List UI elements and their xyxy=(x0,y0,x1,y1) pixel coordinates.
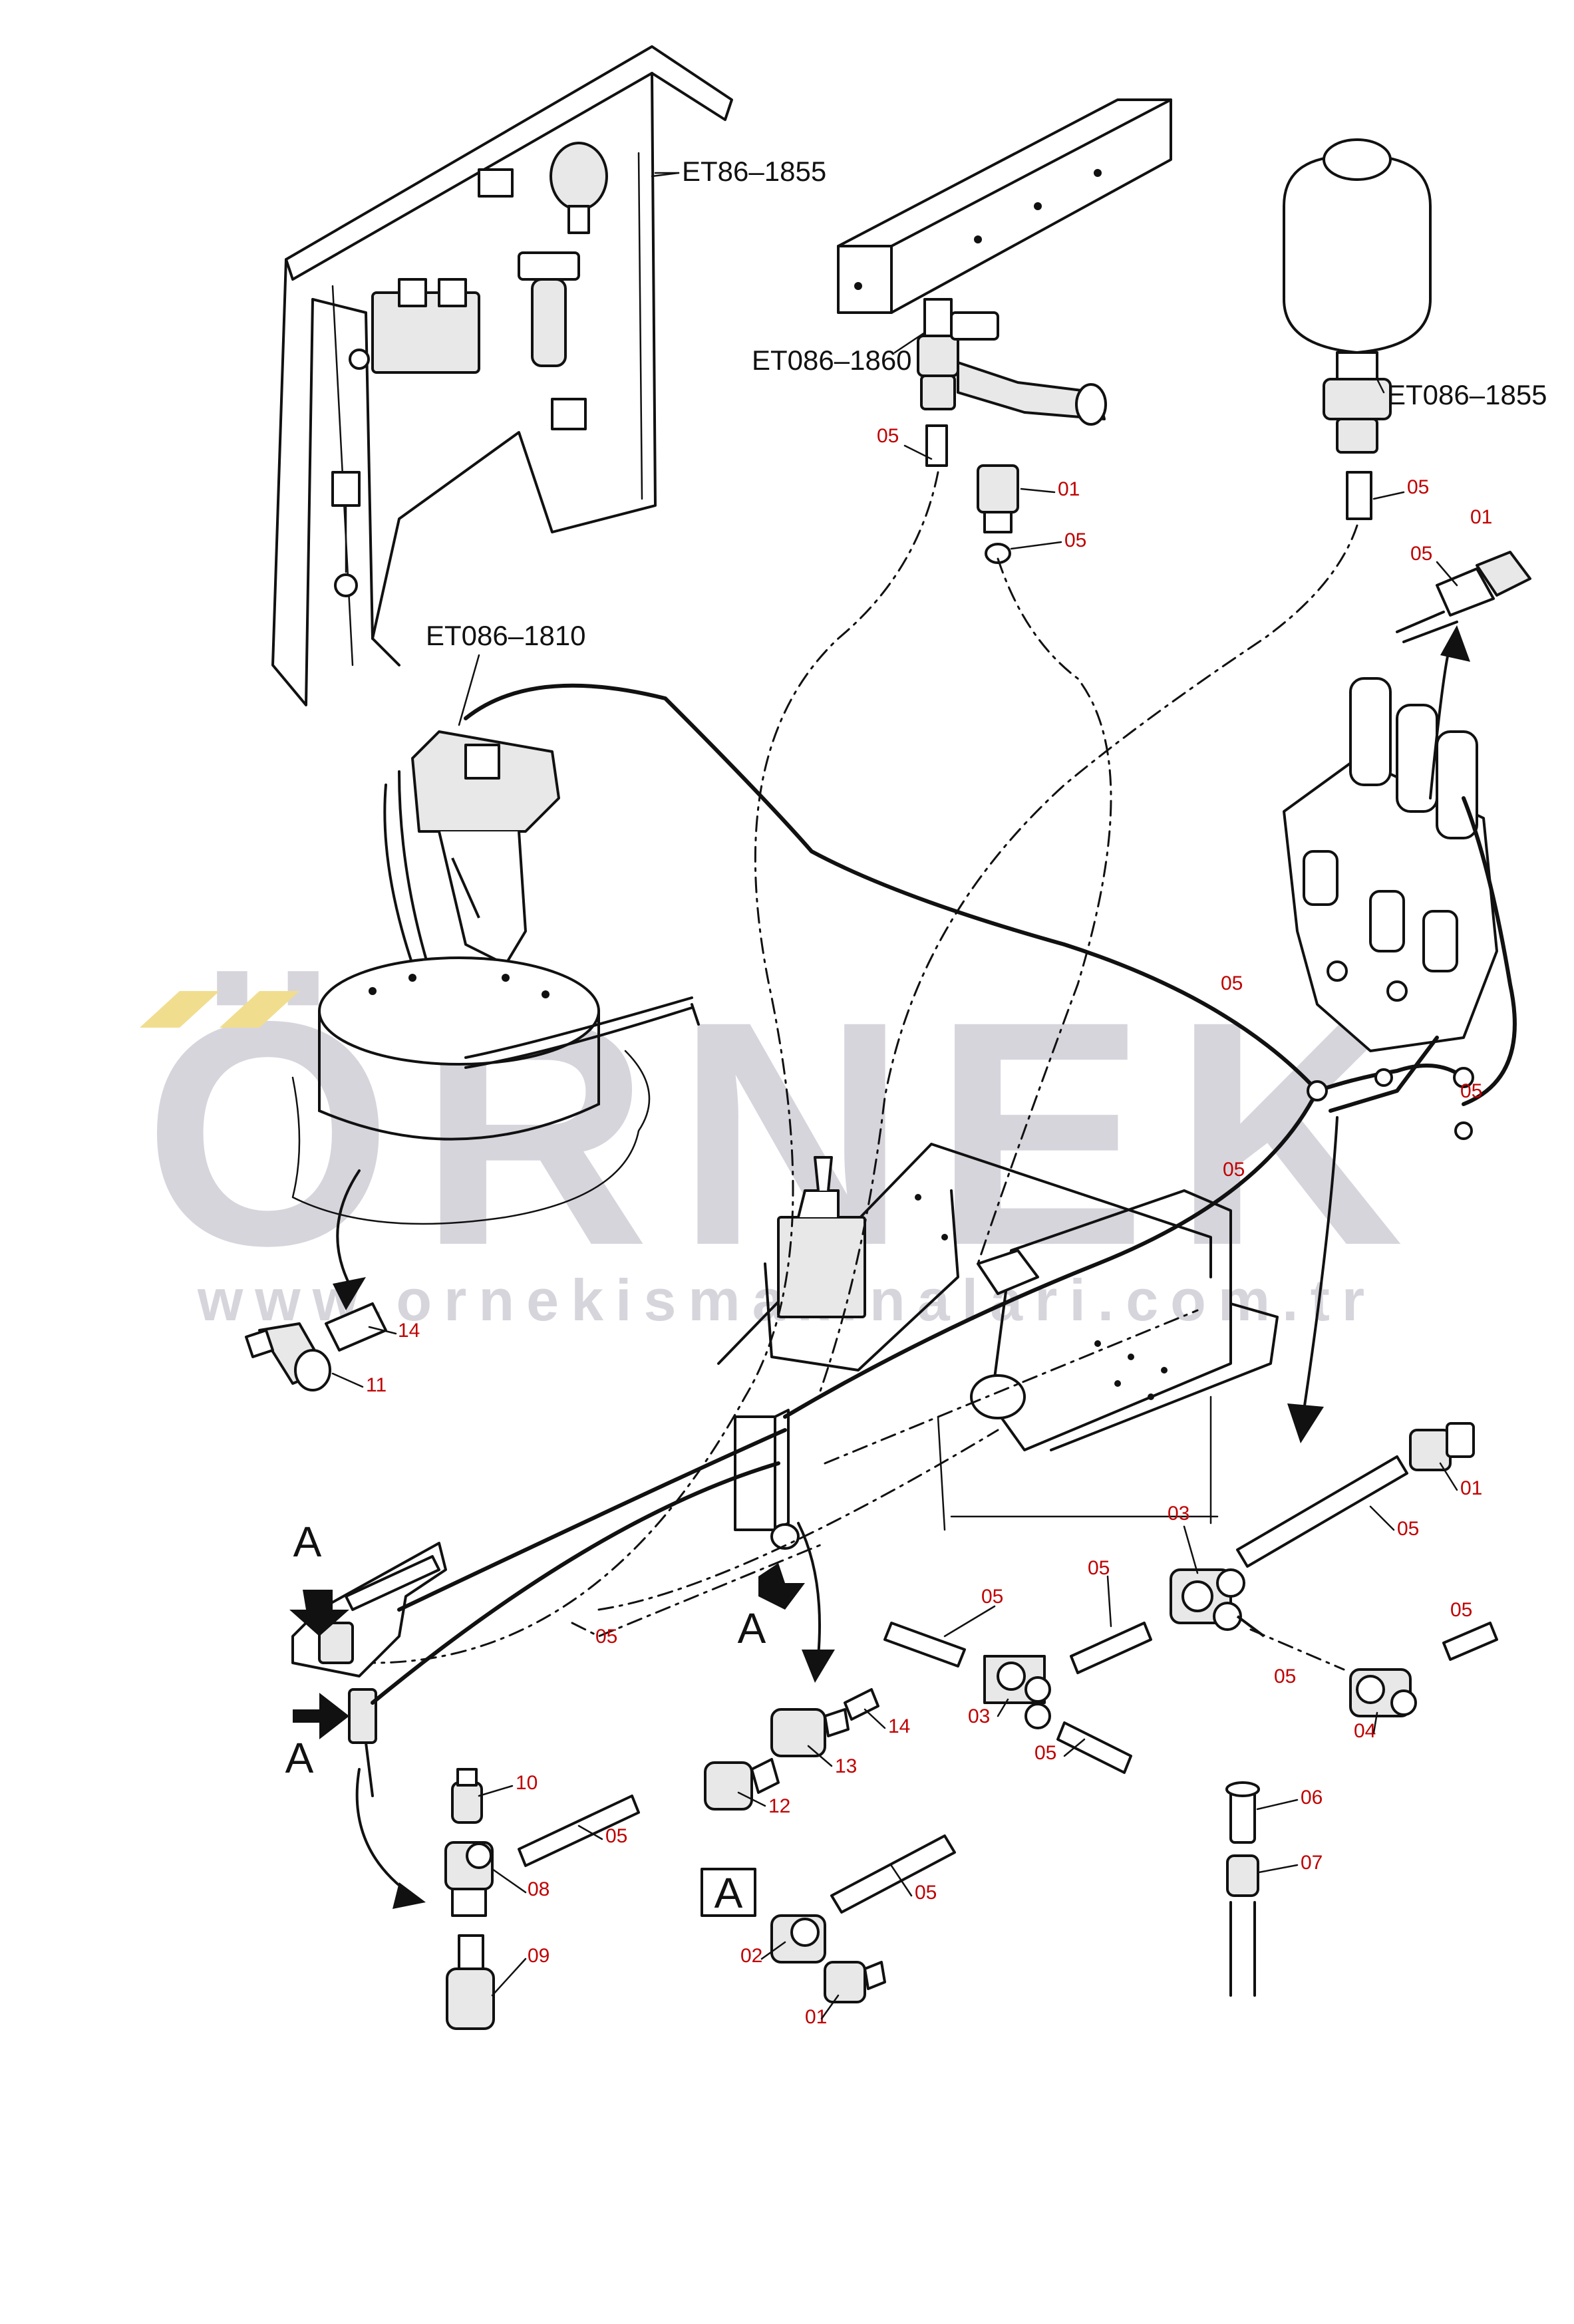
part-number: 05 xyxy=(981,1586,1003,1608)
part-number: 05 xyxy=(595,1626,617,1648)
part-number: 12 xyxy=(768,1795,790,1817)
bottom-left-fittings xyxy=(444,1768,640,2030)
part-number: 04 xyxy=(1354,1720,1376,1742)
cabin-bracket-assembly xyxy=(271,45,733,706)
view-a-letter-top: A xyxy=(293,1518,322,1566)
part-number: 05 xyxy=(1407,476,1429,498)
part-number: 01 xyxy=(805,2006,827,2028)
part-number: 11 xyxy=(366,1374,387,1396)
leader-lines xyxy=(331,444,1458,2020)
part-number: 13 xyxy=(835,1755,857,1777)
part-number: 07 xyxy=(1301,1852,1323,1874)
part-number: 05 xyxy=(1274,1666,1296,1687)
part-number: 01 xyxy=(1058,478,1080,500)
part-number: 05 xyxy=(1397,1518,1419,1540)
part-number: 05 xyxy=(1450,1599,1472,1621)
part-number: 06 xyxy=(1301,1787,1323,1809)
part-number: 05 xyxy=(1221,972,1243,994)
label-et086-1855: ET086–1855 xyxy=(1387,379,1547,410)
part-number: 05 xyxy=(1460,1080,1482,1102)
label-et086-1810: ET086–1810 xyxy=(426,620,586,651)
bottom-center-fittings: A xyxy=(701,1688,956,2003)
part-number: 03 xyxy=(968,1705,990,1727)
view-a-markers: A A A xyxy=(285,1518,766,1782)
view-a-box xyxy=(701,1868,756,1917)
reference-labels: ET86–1855 ET086–1860 ET086–1855 ET086–18… xyxy=(426,156,1547,726)
part-number: 05 xyxy=(1223,1159,1245,1181)
accumulator-assembly xyxy=(1283,138,1531,643)
part-number: 05 xyxy=(1064,529,1086,551)
part-number: 05 xyxy=(915,1882,937,1904)
center-base-assembly xyxy=(717,1143,1279,1531)
hose-routing xyxy=(333,471,1517,1909)
part-number: 14 xyxy=(398,1320,420,1342)
part-number: 05 xyxy=(605,1825,627,1847)
part-numbers: 05 01 05 05 01 05 05 05 05 14 11 01 05 0… xyxy=(366,425,1492,2028)
label-et86-1855: ET86–1855 xyxy=(682,156,826,187)
part-number: 01 xyxy=(1470,506,1492,528)
right-fittings-explosion xyxy=(883,1422,1498,1997)
top-rail-assembly xyxy=(837,98,1172,564)
part-number: 08 xyxy=(528,1878,550,1900)
view-a-letter-bottom: A xyxy=(285,1734,314,1782)
part-number: 09 xyxy=(528,1945,550,1967)
part-number: 05 xyxy=(877,425,899,447)
pilot-valve-assembly xyxy=(291,730,693,1225)
view-a-box-letter: A xyxy=(714,1869,743,1917)
pedal-assembly xyxy=(289,1409,805,1797)
watermark-umlaut xyxy=(140,991,299,1028)
part-number: 05 xyxy=(1088,1557,1110,1579)
part-number: 03 xyxy=(1168,1503,1189,1525)
detail-fitting-11-14 xyxy=(245,1302,387,1391)
view-a-letter-center: A xyxy=(738,1604,766,1652)
part-number: 02 xyxy=(740,1945,762,1967)
part-number: 01 xyxy=(1460,1477,1482,1499)
part-number: 05 xyxy=(1034,1742,1056,1764)
part-number: 05 xyxy=(1410,543,1432,565)
part-number: 10 xyxy=(516,1772,538,1794)
control-valve-assembly xyxy=(1283,625,1498,1052)
label-et086-1860: ET086–1860 xyxy=(752,345,912,376)
part-number: 14 xyxy=(888,1715,910,1737)
